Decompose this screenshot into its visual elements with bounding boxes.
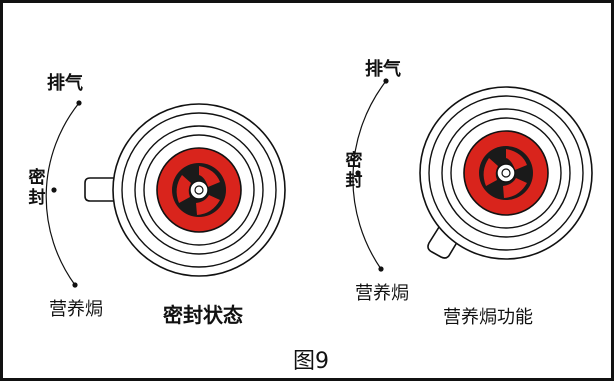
right-valve-vanes xyxy=(483,149,527,198)
right-arc-dot-top xyxy=(383,78,389,84)
left-ring-4 xyxy=(143,134,255,246)
right-label-exhaust: 排气 xyxy=(365,59,401,80)
left-valve-vanes xyxy=(176,166,220,215)
right-ring-2 xyxy=(428,95,584,251)
right-label-seal: 密 封 xyxy=(345,151,363,191)
right-label-nutrition-bake: 营养焗 xyxy=(355,283,409,304)
left-valve-diagram xyxy=(45,100,286,288)
right-ring-4 xyxy=(450,117,562,229)
left-ring-2 xyxy=(121,112,277,268)
left-ring-3 xyxy=(134,125,264,255)
left-label-exhaust: 排气 xyxy=(47,73,83,94)
right-ring-3 xyxy=(441,108,571,238)
valve-diagrams xyxy=(45,78,593,288)
left-arc-dot-bottom xyxy=(72,282,78,288)
right-arc-dot-middle xyxy=(355,170,361,176)
left-label-nutrition-bake: 营养焗 xyxy=(49,299,103,320)
right-valve-diagram xyxy=(352,78,593,272)
left-label-seal: 密 封 xyxy=(28,168,46,208)
left-caption: 密封状态 xyxy=(163,303,243,327)
left-arc-dot-middle xyxy=(51,187,57,193)
right-caption: 营养焗功能 xyxy=(443,307,533,328)
right-selector-arc xyxy=(352,80,387,270)
left-valve-center-dot xyxy=(194,185,204,195)
left-selector-arc xyxy=(45,102,80,286)
left-arc-dot-top xyxy=(76,100,82,106)
right-arc-dot-bottom xyxy=(378,266,384,272)
right-valve-center-dot xyxy=(501,168,511,178)
figure-label: 图9 xyxy=(293,349,329,374)
